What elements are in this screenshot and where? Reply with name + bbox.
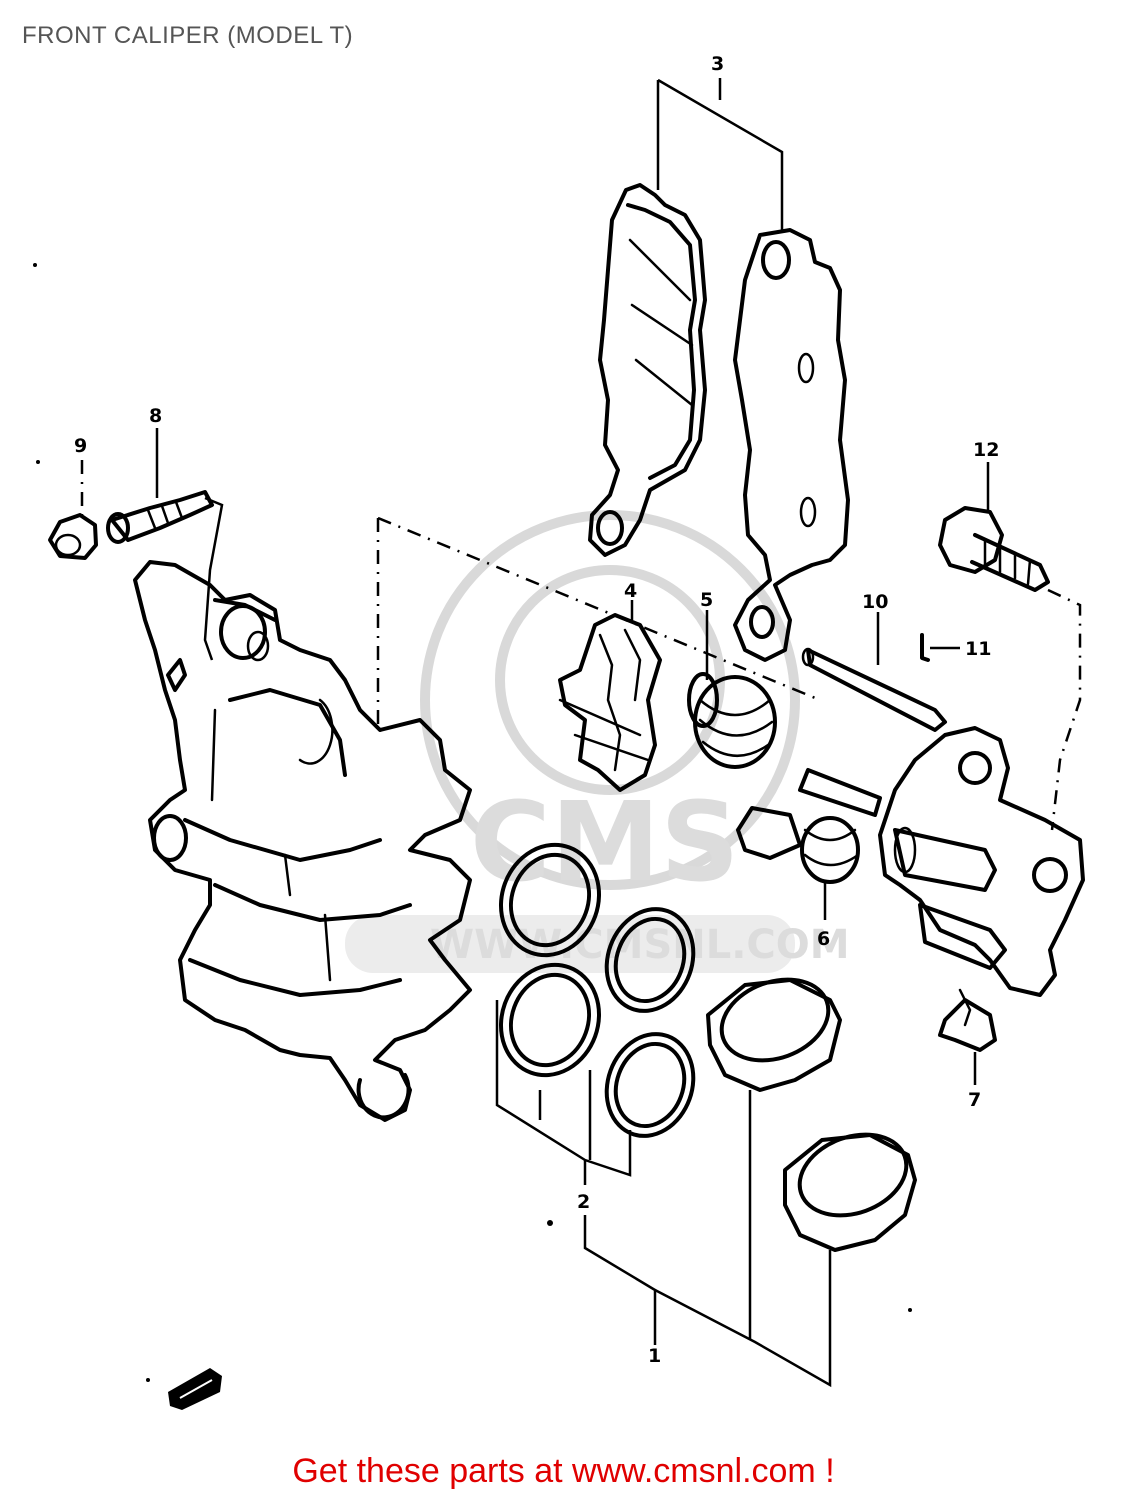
callout-3: 3: [711, 53, 724, 75]
callout-5: 5: [700, 589, 713, 611]
callout-10: 10: [862, 591, 888, 613]
callout-9: 9: [74, 435, 87, 457]
part-9-bleeder-cap: [48, 513, 98, 560]
callout-12: 12: [973, 439, 999, 461]
part-8-bleeder-valve: [106, 490, 214, 544]
part-12-bolt: [938, 506, 1050, 592]
page-title: FRONT CALIPER (MODEL T): [22, 22, 354, 49]
caliper-body: [133, 560, 472, 1122]
promo-link[interactable]: Get these parts at www.cmsnl.com !: [292, 1452, 835, 1490]
part-7-cap: [938, 988, 997, 1052]
callout-1: 1: [648, 1345, 661, 1367]
part-11-pin-clip: [920, 633, 930, 662]
part-3-brake-pads: [588, 183, 850, 662]
leader-lines: [33, 78, 1082, 1388]
watermark-main-text: CMS: [470, 778, 739, 906]
callout-6: 6: [817, 928, 830, 950]
callout-8: 8: [149, 405, 162, 427]
part-6-pin-boot: [736, 768, 882, 884]
part-1-pistons: [706, 977, 917, 1252]
callout-numbers: 3 8 9 12 4 5 10 11 6 7 2 1: [74, 53, 999, 1367]
part-10-pad-pin: [801, 647, 947, 732]
part-4-pad-spring: [558, 613, 662, 792]
front-direction-arrow-icon: [168, 1368, 222, 1410]
part-5-boot: [687, 672, 777, 769]
watermark-sub-text: WWW.CMSNL.COM: [430, 922, 850, 968]
callout-2: 2: [577, 1191, 590, 1213]
part-2-piston-seals: [498, 842, 696, 1138]
caliper-bracket: [878, 726, 1085, 997]
callout-4: 4: [624, 580, 637, 602]
callout-11: 11: [965, 638, 991, 660]
callout-7: 7: [968, 1089, 981, 1111]
